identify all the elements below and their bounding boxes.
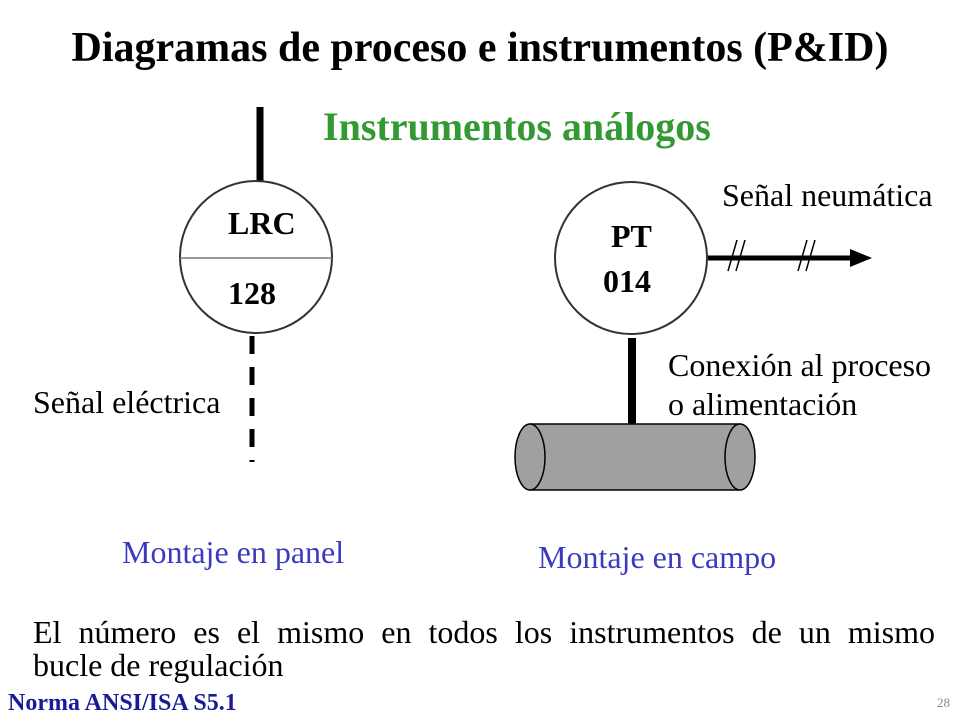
process-connection-label-line-2: o alimentación — [668, 386, 858, 422]
panel-instrument-tag-letters: LRC — [228, 205, 296, 241]
field-instrument-tag-number: 014 — [603, 263, 651, 299]
note-line-1: El número es el mismo en todos los instr… — [33, 614, 935, 650]
slide-title: Diagramas de proceso e instrumentos (P&I… — [71, 25, 889, 71]
standard-footer: Norma ANSI/ISA S5.1 — [8, 690, 237, 716]
process-connection-label-line-1: Conexión al proceso — [668, 347, 932, 383]
panel-mounting-label: Montaje en panel — [122, 534, 345, 570]
electrical-signal-label: Señal eléctrica — [33, 384, 221, 420]
panel-instrument-bubble — [179, 180, 333, 334]
field-mounting-label: Montaje en campo — [538, 539, 777, 575]
pneumatic-signal-label: Señal neumática — [722, 177, 933, 213]
page-number: 28 — [937, 695, 950, 710]
pneumatic-signal-arrowhead — [850, 249, 872, 267]
pneumatic-hash-marks-1 — [727, 239, 746, 272]
field-instrument-bubble — [554, 181, 708, 335]
slide-subtitle: Instrumentos análogos — [323, 104, 711, 149]
note-line-2: bucle de regulación — [33, 647, 284, 683]
field-instrument-tag-letters: PT — [611, 218, 652, 254]
pneumatic-hash-marks-2 — [797, 239, 816, 272]
process-pipe — [514, 423, 756, 491]
panel-instrument-tag-number: 128 — [228, 275, 276, 311]
